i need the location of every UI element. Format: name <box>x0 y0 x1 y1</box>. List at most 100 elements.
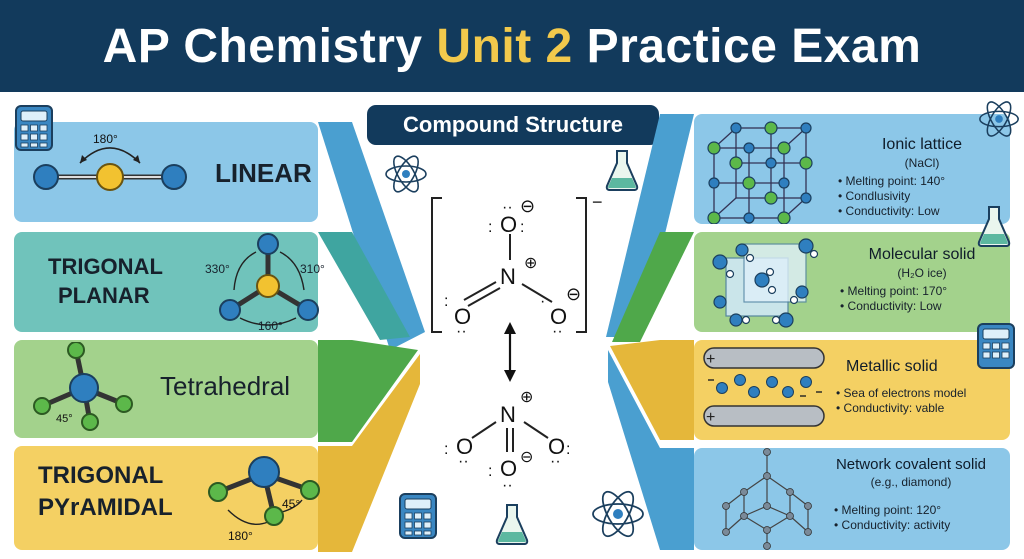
atom-outer <box>219 299 241 321</box>
atom-center <box>256 274 280 298</box>
badge-label: Compound Structure <box>403 112 623 137</box>
atom-outer <box>81 413 99 431</box>
lone-pair: ·· <box>456 323 467 340</box>
ionic-lattice-info: Ionic lattice (NaCl) Melting point: 140°… <box>832 136 1012 219</box>
oxygen-atom: O <box>500 456 517 481</box>
atom-outer <box>300 480 320 500</box>
nitrogen-atom: N <box>500 264 516 289</box>
atom-outer <box>33 397 51 415</box>
atom-outer <box>264 506 284 526</box>
solid-subtitle: (H₂O ice) <box>897 266 947 280</box>
molecular-panel-shade <box>612 232 694 342</box>
network-panel-shade <box>608 350 694 550</box>
angle-label: 330° <box>205 262 230 276</box>
lone-pair: : <box>488 219 492 236</box>
molecular-solid-info: Molecular solid (H₂O ice) Melting point:… <box>832 246 1012 314</box>
flask-icon <box>977 206 1011 247</box>
trigonal-pyramidal-panel <box>14 446 318 550</box>
arrowhead <box>504 370 516 382</box>
angle-arc <box>227 509 269 525</box>
arrowhead <box>133 155 140 163</box>
angle-arc <box>233 251 257 291</box>
atom-icon <box>592 490 644 538</box>
linear-label: LINEAR <box>215 158 312 188</box>
metal-rod <box>703 405 825 427</box>
bracket-right <box>576 197 587 333</box>
linear-panel-shade <box>318 122 425 350</box>
rod-sign: + <box>706 351 715 368</box>
nitrogen-atom: N <box>500 402 516 427</box>
bullet-item: Conductivity: vable <box>836 401 1016 416</box>
angle-label: 310° <box>300 262 325 276</box>
lone-pair: ·· <box>502 199 513 216</box>
bond <box>471 421 497 439</box>
atom-outer <box>67 342 85 359</box>
bond-double <box>463 281 497 301</box>
angle-label: 160° <box>258 319 283 333</box>
metallic-panel-shade <box>610 340 694 440</box>
oxygen-atom: O <box>548 434 565 459</box>
bullet-item: Melting point: 170° <box>840 284 1012 299</box>
trigonal-planar-panel <box>14 232 318 332</box>
bullet-item: Melting point: 120° <box>834 503 1016 518</box>
atom-outer <box>161 164 187 190</box>
bullet-item: Conductivity: Low <box>838 204 1012 219</box>
lone-pair: : <box>520 219 524 236</box>
lone-pair: : <box>566 441 570 458</box>
ionic-lattice-graphic <box>707 121 813 224</box>
network-covalent-graphic <box>722 448 812 550</box>
title-part-1: AP Chemistry <box>102 19 437 73</box>
trigonal-pyramidal-label-line1: TRIGONAL <box>38 462 164 489</box>
angle-arc <box>279 251 305 291</box>
charge-minus: ⊖ <box>566 284 581 304</box>
atom-center <box>96 163 124 191</box>
charge-plus: ⊕ <box>524 255 537 272</box>
solid-title: Molecular solid <box>868 246 976 263</box>
angle-label: 45° <box>282 497 300 511</box>
lone-pair: ·· <box>502 477 513 494</box>
solid-bullets: Sea of electrons model Conductivity: vab… <box>836 386 1016 416</box>
trigonal-pyramidal-label-line2: PYrAMIDAL <box>38 494 173 521</box>
tetrahedral-panel-shade <box>318 340 418 442</box>
linear-molecule: 180° <box>33 132 187 191</box>
bullet-item: Condlusivity <box>838 189 1012 204</box>
atom-outer <box>297 299 319 321</box>
metallic-solid-graphic: + + <box>703 347 825 427</box>
angle-arc <box>239 317 297 326</box>
angle-label: 180° <box>93 132 118 146</box>
bond-double <box>467 287 501 307</box>
trigonal-planar-panel-shade <box>318 232 410 340</box>
solid-bullets: Melting point: 120° Conductivity: activi… <box>834 503 1016 533</box>
arrowhead <box>80 155 87 163</box>
angle-arc <box>79 147 141 164</box>
trigonal-pyramidal-panel-shade <box>318 354 420 552</box>
solid-title: Ionic lattice <box>881 136 963 153</box>
trigonal-planar-molecule <box>219 233 319 326</box>
solid-bullets: Melting point: 170° Conductivity: Low <box>840 284 1012 314</box>
atom-icon <box>385 155 427 193</box>
atom-center <box>69 373 99 403</box>
atom-outer <box>257 233 279 255</box>
flask-icon <box>605 150 639 191</box>
solid-title: Network covalent solid <box>835 456 987 473</box>
atom-outer <box>115 395 133 413</box>
nitrate-structure: − O ⊖ : : ·· N ⊕ O : ·· O ⊖ ·· · ⊕ N O :… <box>431 192 603 494</box>
charge-minus: ⊖ <box>520 449 533 466</box>
oxygen-atom: O <box>456 434 473 459</box>
oxygen-atom: O <box>500 212 517 237</box>
bullet-item: Melting point: 140° <box>838 174 1012 189</box>
lone-pair: · <box>540 293 545 310</box>
atom-center <box>248 456 280 488</box>
trigonal-planar-label-line1: TRIGONAL <box>48 254 163 279</box>
bullet-item: Conductivity: activity <box>834 518 1016 533</box>
oxygen-atom: O <box>454 304 471 329</box>
molecular-solid-graphic <box>712 238 819 328</box>
bracket-left <box>431 197 442 333</box>
atom-outer <box>208 482 228 502</box>
lone-pair: ·· <box>550 453 561 470</box>
bullet-item: Conductivity: Low <box>840 299 1012 314</box>
angle-label: 180° <box>228 529 253 543</box>
atom-icon <box>979 101 1019 137</box>
compound-structure-badge: Compound Structure <box>367 105 659 145</box>
calculator-icon <box>977 323 1015 369</box>
